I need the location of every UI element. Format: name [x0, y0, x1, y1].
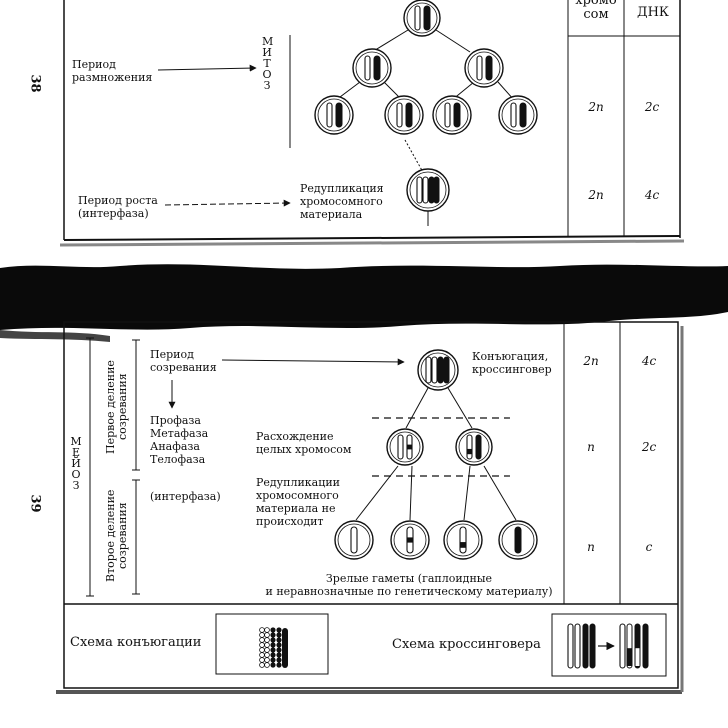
- cell-meiosis-2a: [386, 428, 424, 466]
- crossing-scheme-drawing: [567, 623, 649, 669]
- phase-telophase: Телофаза: [150, 453, 206, 466]
- top-row1-dna: 2c: [644, 100, 660, 114]
- arrow-growth: [164, 199, 291, 207]
- crossing-scheme-label: Схема кроссинговера: [392, 637, 541, 652]
- cell-mitosis-3d: [498, 95, 538, 135]
- top-row1-chrom: 2n: [588, 100, 604, 114]
- header-chromosomes: хромо сом: [575, 0, 617, 22]
- meiosis-tree-lines: [355, 387, 517, 521]
- torn-page-edge: [0, 264, 728, 330]
- cell-mitosis-2a: [352, 48, 392, 88]
- top-page-frame: [59, 0, 685, 247]
- bottom-page-frame: [56, 321, 684, 694]
- no-replication-label: Редупликации хромосомного материала не п…: [256, 476, 340, 528]
- conjugation-scheme-drawing: [259, 627, 288, 668]
- conjugation-scheme-label: Схема конъюгации: [70, 635, 202, 650]
- bottom-row2-dna: 2c: [641, 440, 657, 454]
- interphase-label: (интерфаза): [150, 490, 221, 503]
- phase-prophase: Профаза: [150, 414, 201, 427]
- gamete-1: [334, 520, 374, 560]
- maturation-period-label: Период созревания: [150, 348, 217, 374]
- gamete-4: [498, 520, 538, 560]
- cell-mitosis-2b: [464, 48, 504, 88]
- bottom-row2-chrom: n: [587, 440, 595, 454]
- bottom-row3-chrom: n: [587, 540, 595, 554]
- growth-period-label: Период роста (интерфаза): [78, 194, 158, 220]
- meiosis-label: МЕЙОЗ: [70, 435, 82, 492]
- cell-meiosis-2b: [455, 428, 493, 466]
- conjugation-crossing-label: Конъюгация, кроссинговер: [472, 350, 552, 376]
- mitosis-label: МИТОЗ: [262, 35, 274, 92]
- cell-mitosis-3a: [314, 95, 354, 135]
- cell-mitosis-1: [403, 0, 441, 37]
- phase-metaphase: Метафаза: [150, 427, 209, 440]
- arrow-maturation: [221, 358, 405, 366]
- first-division-label: Первое деление созревания: [104, 360, 129, 454]
- bottom-row1-dna: 4c: [641, 354, 657, 368]
- second-division-label: Второе деление созревания: [104, 489, 129, 583]
- cells-layer: [259, 0, 649, 669]
- header-dna: ДНК: [637, 5, 669, 20]
- replication-label: Редупликация хромосомного материала: [300, 182, 384, 221]
- gamete-2: [390, 520, 430, 560]
- top-row2-dna: 4c: [644, 188, 660, 202]
- cell-meiosis-bivalent: [417, 349, 459, 391]
- segregation-label: Расхождение целых хромосом: [256, 430, 352, 456]
- bottom-row3-dna: c: [645, 540, 653, 554]
- gamete-3: [443, 520, 483, 560]
- reproduction-period-label: Период размножения: [72, 58, 153, 84]
- cell-mitosis-3c: [432, 95, 472, 135]
- page-number-bottom: 39: [27, 494, 43, 513]
- phase-anaphase: Анафаза: [150, 440, 200, 453]
- top-row2-chrom: 2n: [588, 188, 604, 202]
- bottom-row1-chrom: 2n: [583, 354, 599, 368]
- cell-replicated: [406, 168, 450, 212]
- page-number-top: 38: [27, 74, 43, 93]
- cell-mitosis-3b: [384, 95, 424, 135]
- arrow-reproduction: [157, 64, 257, 72]
- mature-gametes-label: Зрелые гаметы (гаплоидные и неравнозначн…: [265, 572, 553, 598]
